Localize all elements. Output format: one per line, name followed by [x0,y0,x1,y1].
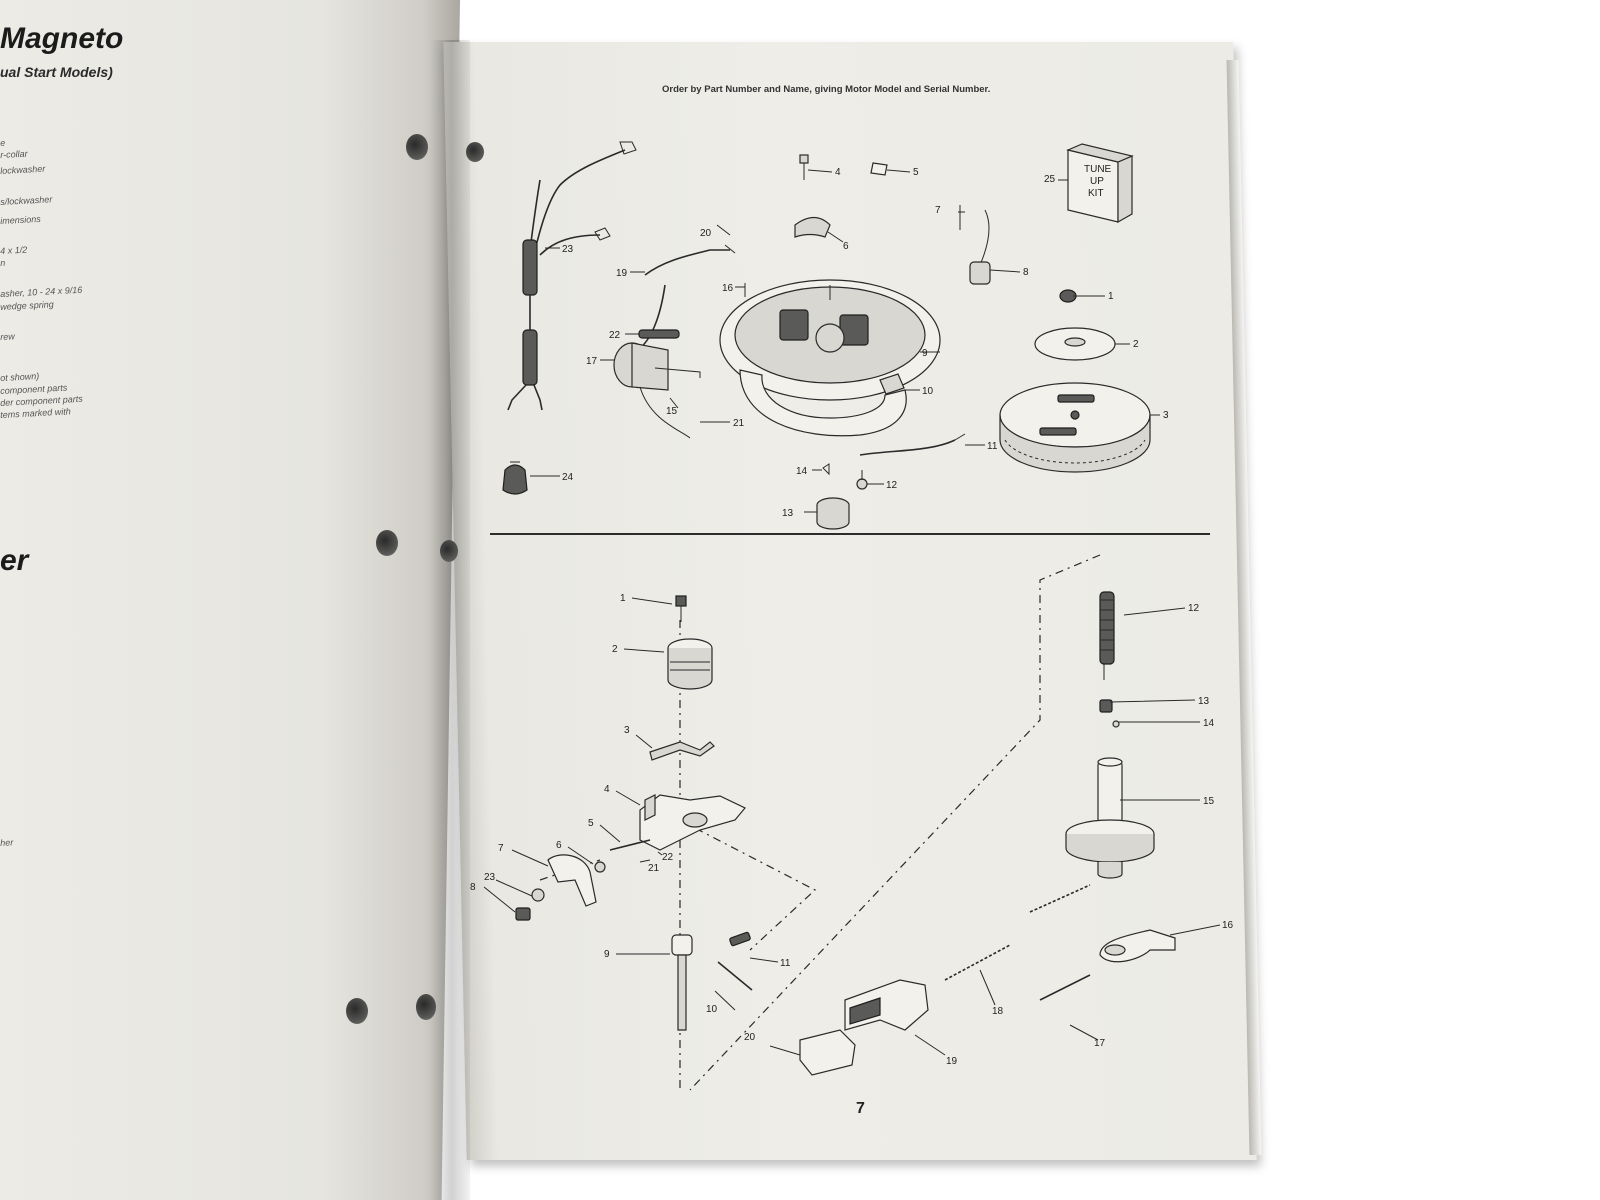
connector-drawing [502,461,528,495]
callout-number: 7 [935,205,941,216]
callout-number: 4 [835,167,841,178]
callout-number: 17 [1094,1038,1106,1049]
tune-up-kit-label: KIT [1088,188,1104,199]
magneto-callout-labels: 1 2 3 4 5 6 7 8 9 10 11 12 13 14 15 16 1… [562,167,1169,519]
binder-hole [416,994,436,1020]
starter-rope-drawing [944,884,1091,1001]
callout-number: 2 [612,644,618,655]
drive-shaft-drawing [671,931,753,1031]
callout-number: 23 [484,872,496,883]
callout-number: 14 [796,466,808,477]
binder-hole [346,998,368,1024]
callout-number: 17 [586,356,598,367]
starter-callout-labels: 1 2 3 4 5 6 7 8 9 10 11 12 13 14 15 16 1… [470,593,1234,1067]
callout-number: 1 [1108,291,1114,302]
binder-hole [466,142,484,162]
callout-number: 5 [913,167,919,178]
stator-plate-drawing [719,279,941,401]
left-page-section-title: er [0,544,29,577]
callout-number: 3 [624,725,630,736]
callout-number: 22 [662,852,674,863]
callout-number: 16 [722,283,734,294]
callout-number: 22 [609,330,621,341]
left-page [0,0,460,1200]
tune-up-kit-label: TUNE [1084,164,1112,175]
tune-up-kit-box: TUNE UP KIT [1066,143,1134,224]
ignition-coil-drawing [613,342,701,439]
small-parts-drawing [794,154,888,238]
starter-exploded-view: 1 2 3 4 5 6 7 8 9 10 11 12 13 14 15 16 1… [470,554,1234,1091]
callout-number: 21 [733,418,745,429]
callout-number: 15 [666,406,678,417]
callout-number: 25 [1044,174,1056,185]
callout-number: 16 [1222,920,1234,931]
callout-number: 19 [946,1056,958,1067]
order-instructions: Order by Part Number and Name, giving Mo… [662,84,991,95]
left-page-subtitle: ual Start Models) [0,64,113,80]
starter-pulley-drawing [1065,757,1155,879]
wire-harness-drawing [507,141,637,411]
callout-number: 10 [922,386,934,397]
pawl-and-fastener-drawing [515,839,651,921]
callout-number: 11 [780,958,791,969]
callout-number: 19 [616,268,628,279]
retainer-ring-drawing [739,369,907,437]
tune-up-kit-label: UP [1090,176,1104,187]
callout-number: 9 [604,949,610,960]
callout-number: 12 [886,480,898,491]
callout-number: 10 [706,1004,718,1015]
callout-number: 24 [562,472,574,483]
magneto-leader-lines [530,169,1160,513]
binder-hole [376,530,398,556]
recoil-spring-drawing [1099,591,1120,728]
alignment-line [689,554,1101,1091]
callout-number: 8 [1023,267,1029,278]
callout-number: 13 [1198,696,1210,707]
lead-wires-drawing [638,244,746,349]
callout-number: 23 [562,244,574,255]
callout-number: 21 [648,863,660,874]
callout-number: 18 [992,1006,1004,1017]
starter-bracket-drawing [639,794,746,851]
magneto-exploded-view: TUNE UP KIT [502,141,1169,530]
pulley-bracket-drawing [1099,929,1176,963]
page-number: 7 [856,1100,865,1117]
coil-drawing [959,205,991,285]
callout-number: 9 [922,348,928,359]
callout-number: 13 [782,508,794,519]
callout-number: 8 [470,882,476,893]
starter-handle-drawing [799,979,929,1076]
callout-number: 15 [1203,796,1215,807]
binder-hole [440,540,458,562]
callout-number: 12 [1188,603,1200,614]
callout-number: 3 [1163,410,1169,421]
alignment-line [659,809,817,951]
callout-number: 5 [588,818,594,829]
flywheel-drawing [999,289,1151,473]
callout-number: 20 [700,228,712,239]
pinion-assembly-drawing [649,595,715,761]
callout-number: 4 [604,784,610,795]
callout-number: 6 [556,840,562,851]
binder-hole [406,134,428,160]
book-spine [430,40,470,1200]
callout-number: 11 [987,441,998,452]
lower-magneto-parts-drawing [816,433,966,530]
callout-number: 1 [620,593,626,604]
callout-number: 20 [744,1032,756,1043]
callout-number: 14 [1203,718,1215,729]
section-divider [490,533,1210,535]
starter-leader-lines [483,597,1221,1056]
callout-number: 6 [843,241,849,252]
callout-number: 2 [1133,339,1139,350]
left-page-title: Magneto [0,22,124,55]
callout-number: 7 [498,843,504,854]
